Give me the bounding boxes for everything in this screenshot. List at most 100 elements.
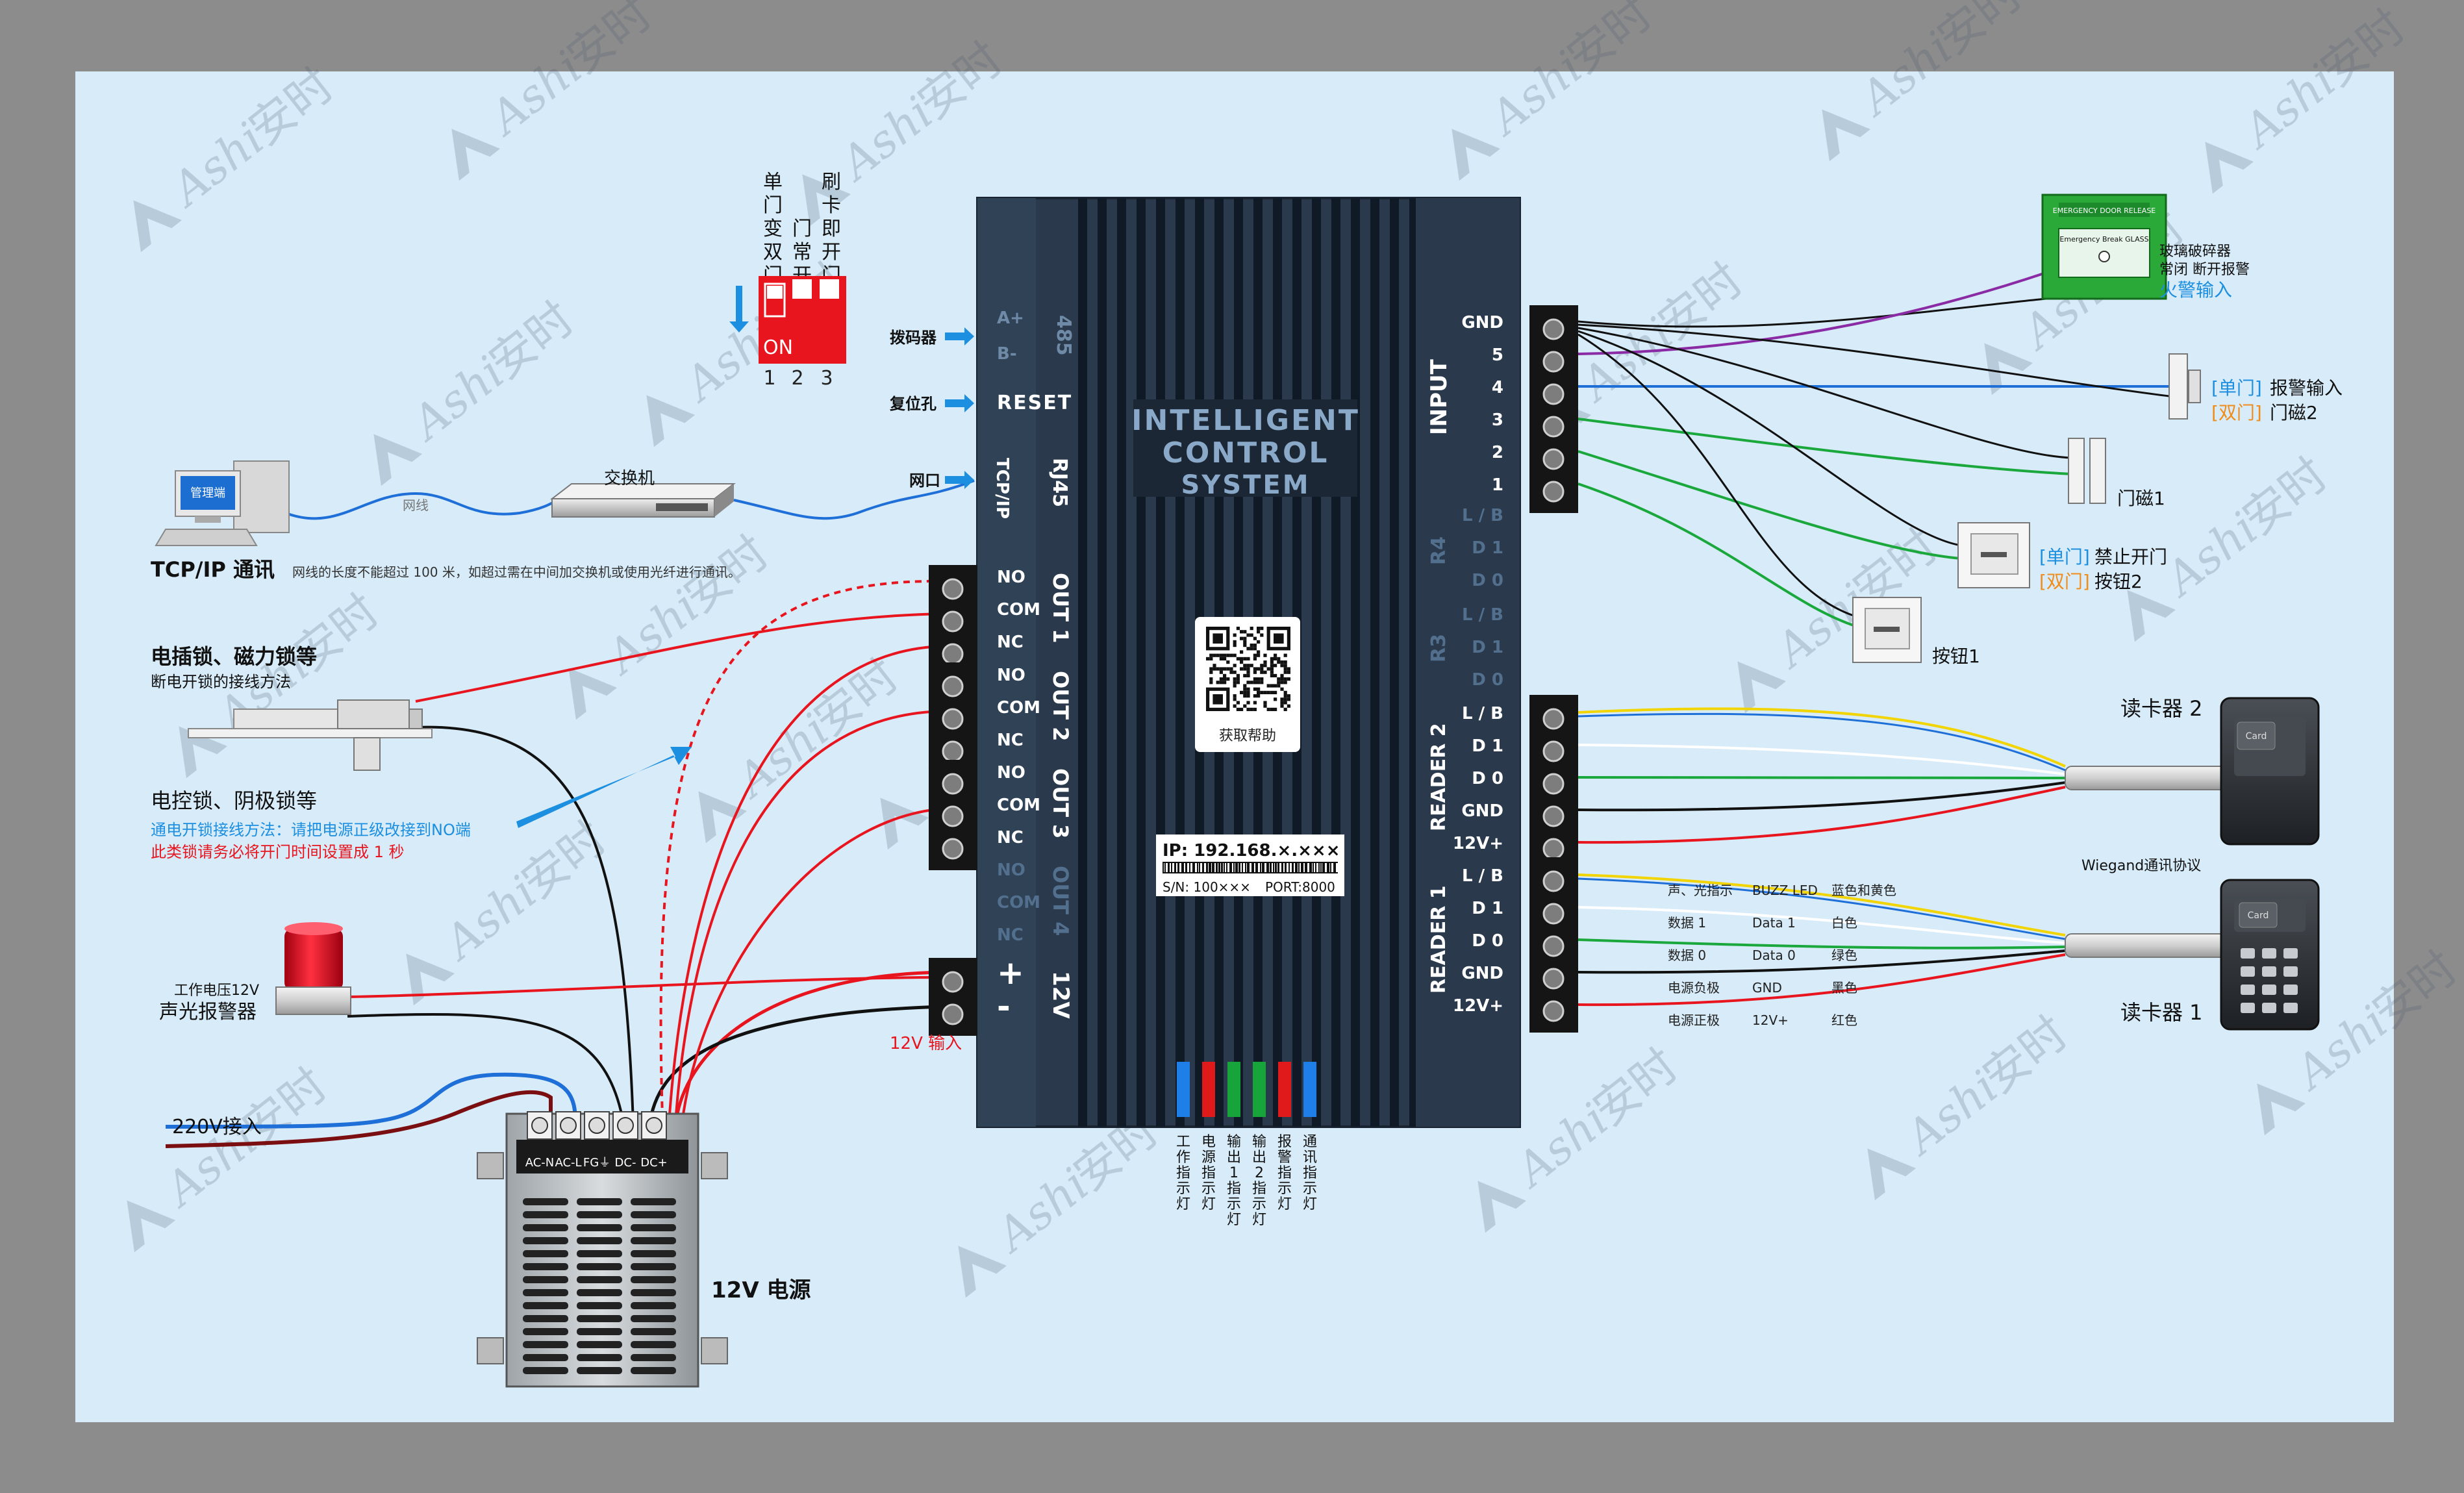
terminal-screw[interactable] [1542,318,1565,340]
terminal-screw[interactable] [942,740,964,762]
qr-module [1263,701,1267,705]
qr-module [1236,701,1240,705]
terminal-screw[interactable] [1542,708,1565,730]
keypad-key[interactable] [2283,948,2298,959]
terminal-screw[interactable] [1542,448,1565,470]
keypad-key[interactable] [2241,948,2255,959]
qr-module [1243,684,1247,688]
legend-cn-3: 电源负极 [1668,980,1720,996]
psu-vent [631,1315,676,1322]
qr-module [1277,681,1281,684]
legend-color-2: 绿色 [1831,947,1857,963]
qr-module [1253,701,1257,705]
qr-module [1263,653,1267,657]
psu-vent [577,1302,622,1309]
psu-vent [631,1224,676,1231]
terminal-screw[interactable] [1542,903,1565,925]
terminal-screw[interactable] [942,1003,964,1025]
dip-label-1: 单门变双门 [763,171,783,287]
qr-module [1280,704,1284,708]
watermark-logo [2127,590,2176,642]
terminal-screw[interactable] [1542,481,1565,503]
network-switch [550,483,736,518]
qr-module [1260,627,1264,631]
input-term-gnd: GND [1461,313,1503,332]
keypad-key[interactable] [2262,1003,2276,1013]
exit-button-1[interactable] [1852,597,1922,663]
exit-button-2[interactable] [1957,522,2030,588]
legend-color-3: 黑色 [1831,980,1857,996]
dip-caption: 拨码器 [890,329,937,347]
psu-vent [523,1211,568,1218]
terminal-screw[interactable] [1542,1000,1565,1022]
qr-module [1226,653,1230,657]
terminal-screw[interactable] [942,578,964,600]
qr-module [1246,673,1250,677]
ip-address: IP: 192.168.×.××× [1163,841,1340,860]
qr-code [1206,627,1290,711]
terminal-screw[interactable] [1542,351,1565,373]
terminal-screw[interactable] [1542,740,1565,762]
terminal-screw[interactable] [1542,935,1565,957]
qr-caption: 获取帮助 [1219,728,1276,744]
qr-finder-core [1274,633,1284,644]
terminal-screw[interactable] [1542,838,1565,860]
barcode-bar [1208,863,1209,872]
r2-12v-red [1578,786,2066,844]
terminal-screw[interactable] [942,838,964,860]
terminal-screw[interactable] [942,675,964,697]
keypad-key[interactable] [2283,966,2298,977]
psu-vent [523,1367,568,1374]
out1-no-label: NO [997,568,1025,587]
terminal-screw[interactable] [942,773,964,795]
fail-secure-title: 电插锁、磁力锁等 [151,644,317,669]
keypad-key[interactable] [2241,985,2255,995]
terminal-screw[interactable] [1542,805,1565,827]
keypad-key[interactable] [2241,1003,2255,1013]
terminal-screw[interactable] [942,643,964,665]
qr-module [1280,687,1284,691]
qr-module [1236,627,1240,631]
out2-red [674,710,946,1124]
reader1-card-text: Card [2248,910,2269,921]
keypad-key[interactable] [2262,948,2276,959]
terminal-screw[interactable] [942,708,964,730]
reader2-term-2: D 0 [1472,769,1503,788]
qr-module [1274,653,1277,657]
keypad-key[interactable] [2241,966,2255,977]
power-plus: + [997,954,1024,992]
out3-no-label: NO [997,763,1025,783]
terminal-screw[interactable] [1542,383,1565,405]
dip-switch-2[interactable] [792,279,812,299]
terminal-screw[interactable] [942,805,964,827]
legend-en-4: 12V+ [1752,1012,1789,1028]
qr-module [1209,667,1213,671]
terminal-screw[interactable] [1542,968,1565,990]
terminal-screw[interactable] [1542,416,1565,438]
watermark-logo [646,395,695,447]
qr-module [1209,657,1213,660]
terminal-screw[interactable] [942,971,964,993]
keypad-key[interactable] [2283,985,2298,995]
keypad-key[interactable] [2262,985,2276,995]
qr-module [1250,644,1253,647]
watermark-logo [451,129,500,181]
out3-red [681,807,946,1124]
terminal-screw[interactable] [1542,870,1565,892]
qr-module [1274,673,1277,677]
reader2-port-label: READER 2 [1427,723,1450,831]
barcode-bar [1272,863,1273,872]
barcode-bar [1314,863,1315,872]
dip-switch-3[interactable] [820,279,839,299]
terminal-screw[interactable] [942,610,964,633]
terminal-screw[interactable] [1542,773,1565,795]
keypad-key[interactable] [2262,966,2276,977]
port-reset: RESET [997,392,1072,414]
qr-module [1236,681,1240,684]
keypad-key[interactable] [2283,1003,2298,1013]
qr-module [1287,704,1290,708]
qr-module [1246,681,1250,684]
psu-label: 12V 电源 [711,1277,811,1303]
qr-module [1243,636,1247,640]
